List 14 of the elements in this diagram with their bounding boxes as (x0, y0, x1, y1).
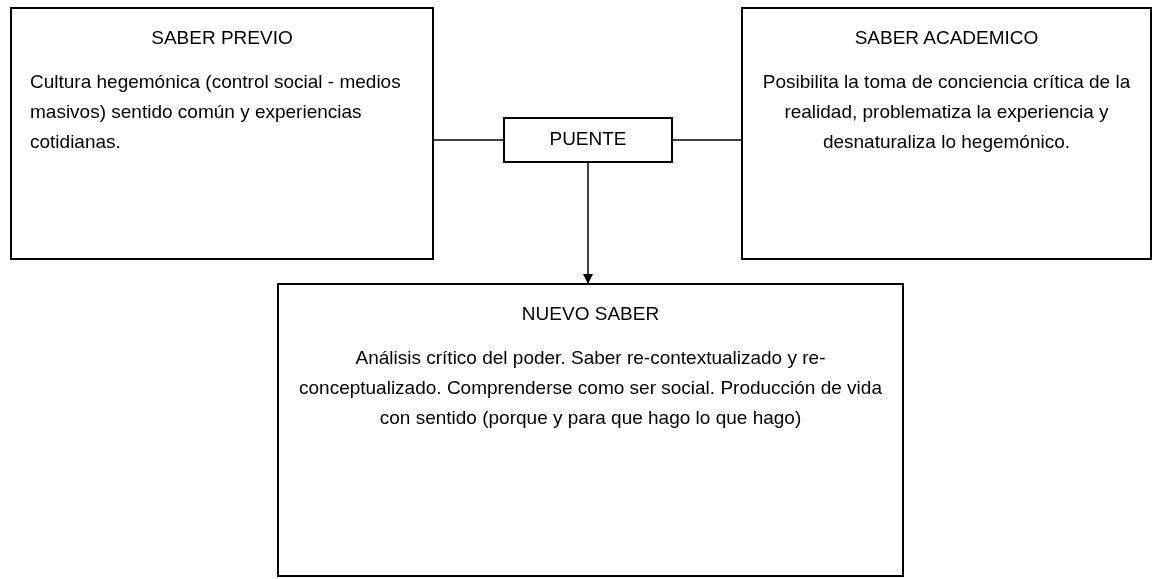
concept-box (741, 7, 1152, 260)
concept-box (277, 283, 904, 577)
concept-box (10, 7, 434, 260)
connector-line (433, 139, 504, 141)
box-heading: NUEVO SABER (520, 302, 661, 326)
bridge-box (503, 117, 673, 163)
box-heading: PUENTE (548, 127, 628, 151)
box-body-text: Cultura hegemónica (control social - medios masivos) sentido común y experiencias cotidianas. (30, 70, 402, 154)
connector-line (672, 139, 742, 141)
box-body-text: Posibilita la toma de conciencia crítica de la realidad, problematiza la experiencia y desnaturaliza lo hegemónico. (761, 70, 1132, 154)
arrow (583, 162, 593, 284)
box-heading: SABER PREVIO (150, 26, 294, 50)
box-body-text: Análisis crítico del poder. Saber re-contextualizado y re-conceptualizado. Comprenderse como ser social. Producción de vida con sentido (porque y para que hago lo que hago) (298, 346, 883, 430)
box-heading: SABER ACADEMICO (853, 26, 1040, 50)
